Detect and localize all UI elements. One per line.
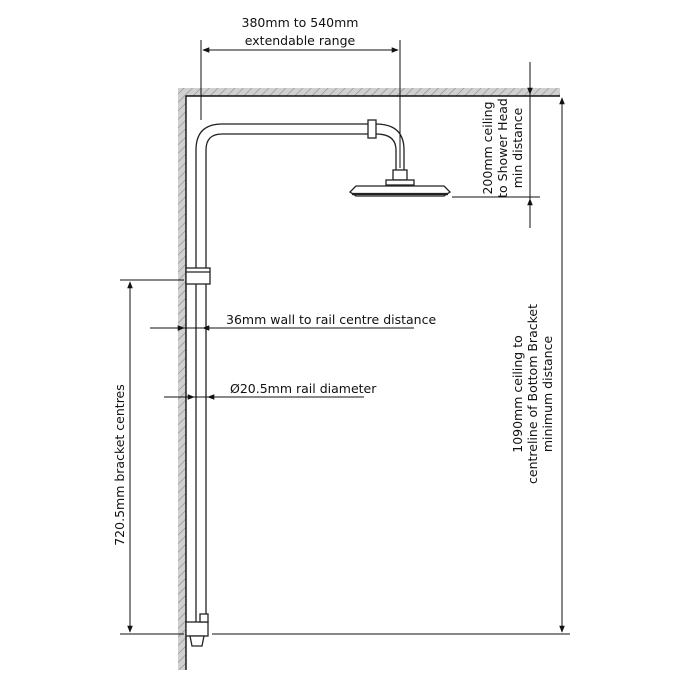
ceiling-to-bracket-line1: 1090mm ceiling to — [510, 335, 525, 453]
extendable-range-line1: 380mm to 540mm — [242, 15, 359, 30]
rail-elbow — [195, 123, 372, 151]
bottom-bracket — [185, 621, 209, 637]
dim-ceiling-to-head — [452, 62, 540, 228]
bottom-bracket-base — [189, 635, 205, 647]
wall-ceiling-outline — [185, 95, 560, 670]
wall-hatch — [178, 88, 186, 670]
bottom-bracket-screw — [199, 613, 209, 623]
head-collar — [385, 179, 415, 186]
head-connector — [392, 169, 408, 181]
bracket-centres-label: 720.5mm bracket centres — [112, 384, 127, 546]
arm-drop — [375, 123, 405, 170]
ceiling-to-head-line3: min distance — [510, 107, 525, 188]
ceiling-to-head-line1: 200mm ceiling — [480, 101, 495, 194]
dim-extendable-range — [200, 40, 401, 168]
wall-to-rail-label: 36mm wall to rail centre distance — [226, 312, 436, 327]
top-bracket — [185, 267, 211, 285]
ceiling-to-bracket-line3: minimum distance — [540, 336, 555, 453]
rail-diameter-label: Ø20.5mm rail diameter — [230, 381, 377, 396]
extendable-range-line2: extendable range — [245, 33, 356, 48]
shower-fixture — [185, 119, 452, 647]
dim-ceiling-to-bottom-bracket — [212, 97, 570, 635]
ceiling-to-head-line2: to Shower Head — [495, 98, 510, 198]
arm-coupling — [367, 119, 377, 139]
dim-bracket-centres — [120, 279, 184, 635]
ceiling-to-bracket-line2: centreline of Bottom Bracket — [525, 304, 540, 484]
ceiling-hatch — [178, 88, 560, 96]
wall-ceiling — [178, 88, 560, 670]
